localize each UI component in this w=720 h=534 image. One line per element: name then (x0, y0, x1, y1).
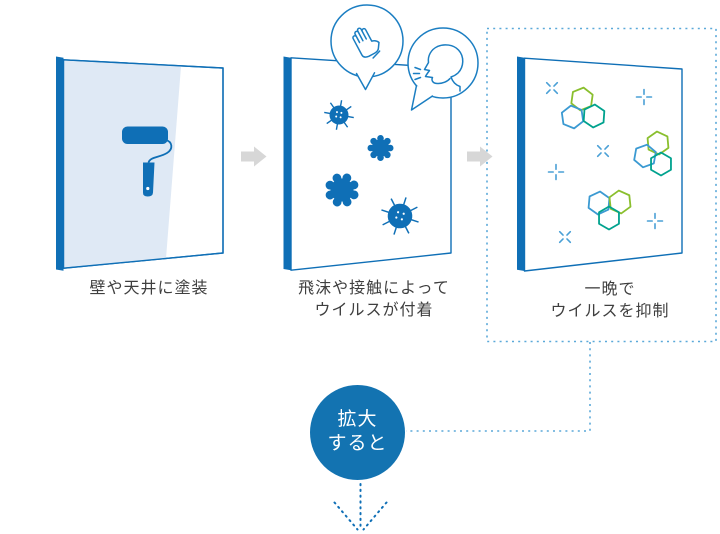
magnify-circle (310, 385, 405, 480)
step-caption-2: 飛沫や接触によって ウイルスが付着 (274, 278, 474, 322)
magnify-label: 拡大 すると (307, 408, 408, 456)
virus-gear-icon (367, 135, 394, 161)
wall-face-outline (62, 59, 224, 269)
arrow-right-icon (241, 146, 267, 167)
paint-roller-icon (122, 126, 173, 197)
caption-line: 一晩で (584, 281, 636, 298)
magnify-label-line: 拡大 (337, 409, 378, 430)
cough-speech-bubble-icon (407, 27, 479, 111)
arrow-right-icon (467, 146, 493, 167)
wall-panel-3 (517, 56, 683, 272)
magnify-label-line: すると (327, 433, 388, 454)
virus-spiky-icon (324, 100, 354, 130)
wall-panel-1 (56, 56, 224, 271)
virus-spiky-icon (381, 197, 419, 235)
caption-line: ウイルスが付着 (314, 302, 434, 319)
expand-arrow-icon (333, 483, 388, 531)
step-caption-3: 一晩で ウイルスを抑制 (510, 279, 710, 323)
wall-face (523, 57, 683, 272)
caption-line: 壁や天井に塗装 (89, 280, 209, 297)
caption-line: ウイルスを抑制 (550, 303, 670, 320)
caption-line: 飛沫や接触によって (298, 280, 450, 297)
wall-panel-2 (283, 4, 479, 271)
wall-edge (517, 56, 525, 271)
painted-area (64, 60, 181, 268)
dotted-highlight-frame (486, 27, 717, 343)
virus-gear-icon (325, 173, 359, 207)
dotted-connector-line (406, 342, 591, 432)
step-caption-1: 壁や天井に塗装 (49, 278, 249, 300)
hand-speech-bubble-icon (330, 4, 404, 91)
wall-edge (56, 56, 64, 271)
wall-edge (283, 56, 291, 271)
